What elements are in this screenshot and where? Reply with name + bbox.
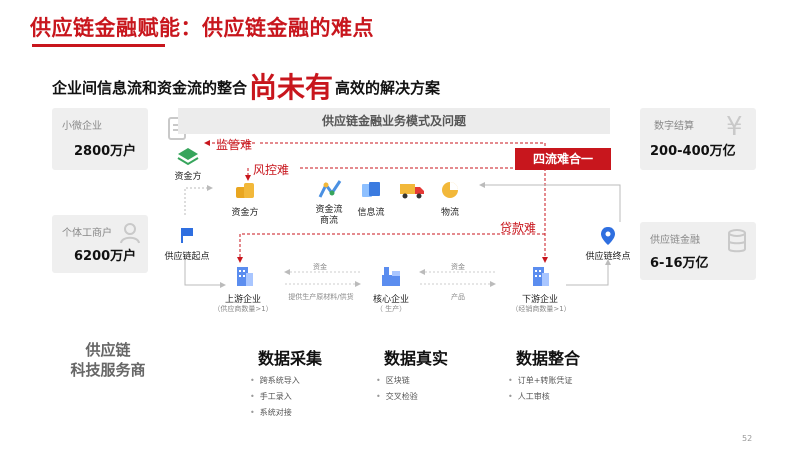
stat-scf-value: 6-16万亿 xyxy=(650,256,709,271)
materials-label: 提供生产原材料/供货 xyxy=(288,293,354,301)
building-icon xyxy=(533,267,549,286)
logistics-label: 物流 xyxy=(440,208,459,218)
stat-micro-box: 小微企业 2800万户 xyxy=(52,108,186,170)
panel-title: 供应链金融业务模式及问题 xyxy=(178,108,610,134)
column-item: 人工审核 xyxy=(508,391,550,402)
column-heading: 数据采集 xyxy=(258,349,323,368)
column-item: 区块链 xyxy=(376,375,410,386)
page-title: 供应链金融赋能：供应链金融的难点 xyxy=(30,16,374,40)
upstream-label: 上游企业 xyxy=(224,295,261,305)
column-item: 交叉检验 xyxy=(376,391,418,402)
column-heading: 数据真实 xyxy=(384,349,449,368)
stat-individual-box: 个体工商户 6200万户 xyxy=(52,215,148,273)
chain-start-label: 供应链起点 xyxy=(164,252,210,262)
stat-digital-label: 数字结算 xyxy=(654,121,694,132)
fund-left-label: 资金 xyxy=(313,263,327,271)
issue-regulation: 监管难 xyxy=(216,138,253,152)
info-card-icon xyxy=(362,182,380,197)
factory-icon xyxy=(382,267,400,286)
person-icon xyxy=(120,223,140,244)
column-item: 系统对接 xyxy=(250,407,292,418)
page-number: 52 xyxy=(742,434,753,443)
stat-micro-label: 小微企业 xyxy=(62,121,102,132)
title-underline xyxy=(32,44,165,47)
chain-end-label: 供应链终点 xyxy=(585,252,631,262)
fund-right-label: 资金 xyxy=(451,263,465,271)
database-icon xyxy=(728,229,746,253)
info-flow-label: 信息流 xyxy=(357,208,385,218)
provider-label: 供应链 科技服务商 xyxy=(70,341,146,379)
stat-scf-box: 供应链金融 6-16万亿 xyxy=(640,222,756,280)
issue-risk: 风控难 xyxy=(253,163,290,177)
column-item: 订单+转账凭证 xyxy=(508,375,573,386)
issue-loan: 贷款难 xyxy=(500,221,537,235)
upstream-note: （供应商数量>1） xyxy=(213,305,273,313)
stat-digital-box: 数字结算 200-400万亿 ¥ xyxy=(640,108,756,170)
column-item: 手工录入 xyxy=(250,391,292,402)
network-icon xyxy=(318,180,342,198)
subtitle: 企业间信息流和资金流的整合尚未有高效的解决方案 xyxy=(52,66,440,106)
downstream-note: （经销商数量>1） xyxy=(511,305,571,313)
downstream-label: 下游企业 xyxy=(521,295,558,305)
building-icon xyxy=(237,267,253,286)
core-label: 核心企业 xyxy=(372,295,409,305)
stat-scf-label: 供应链金融 xyxy=(650,235,700,246)
stat-individual-label: 个体工商户 xyxy=(62,228,112,239)
subtitle-post: 高效的解决方案 xyxy=(335,79,441,97)
funder-top-label: 资金方 xyxy=(174,172,202,182)
core-note: （ 生产） xyxy=(375,305,407,313)
flag-icon xyxy=(181,228,193,243)
subtitle-pre: 企业间信息流和资金流的整合 xyxy=(52,79,248,97)
column-heading: 数据整合 xyxy=(516,349,581,368)
column-item: 跨系统导入 xyxy=(250,375,300,386)
coins-icon xyxy=(236,183,254,198)
location-pin-icon xyxy=(601,227,615,245)
money-tray-icon xyxy=(177,148,199,166)
capital-flow-label: 资金流 商流 xyxy=(315,205,343,226)
stat-individual-value: 6200万户 xyxy=(74,249,137,264)
pie-icon xyxy=(442,182,458,198)
funder-label: 资金方 xyxy=(231,208,259,218)
yen-icon: ¥ xyxy=(726,112,743,142)
subtitle-emphasis: 尚未有 xyxy=(249,71,334,104)
product-label: 产品 xyxy=(451,293,465,301)
stat-digital-value: 200-400万亿 xyxy=(650,144,736,159)
issue-four-flows: 四流难合一 xyxy=(515,148,611,170)
truck-icon xyxy=(400,184,424,199)
stat-micro-value: 2800万户 xyxy=(74,144,137,159)
